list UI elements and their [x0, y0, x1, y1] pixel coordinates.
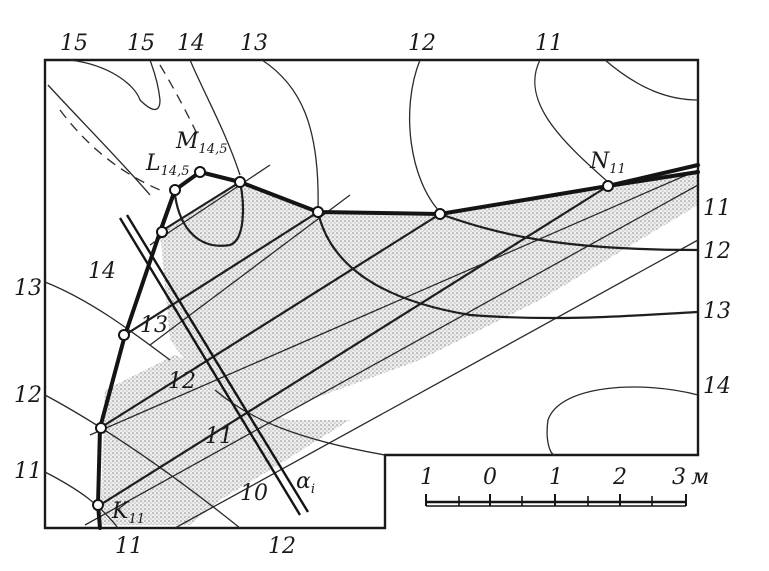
stratum-line-14 [159, 181, 241, 233]
point-n [602, 180, 614, 192]
point-14-left [156, 226, 168, 238]
inner-label-12: 12 [168, 369, 196, 394]
contour-line-12-bottom [214, 389, 386, 456]
scale-bar: 1 0 1 2 3 м [420, 465, 709, 507]
top-label-15a: 15 [60, 31, 88, 56]
label-n: N11 [589, 149, 626, 177]
plane-line-b [125, 214, 310, 513]
point-13-left [118, 329, 130, 341]
point-13-top [312, 206, 324, 218]
strike-line-5 [174, 239, 699, 529]
scale-label-1-left: 1 [420, 465, 434, 490]
label-l: L14,5 [145, 151, 190, 179]
point-l [169, 184, 181, 196]
strike-line-1 [149, 164, 271, 246]
point-m [194, 166, 206, 178]
right-label-11: 11 [703, 196, 731, 221]
label-alpha-i: αi [296, 469, 315, 497]
scale-unit: м [691, 465, 709, 490]
point-k [92, 499, 104, 511]
label-k: K11 [111, 499, 145, 527]
top-label-14: 14 [177, 31, 205, 56]
stratum-line-12 [99, 213, 441, 429]
top-label-11: 11 [535, 31, 563, 56]
strike-line-3 [89, 169, 699, 436]
contour-line-dashed-b [59, 109, 161, 191]
stratum-line-13 [124, 211, 319, 336]
contour-line-11-top [604, 59, 699, 101]
scale-label-2: 2 [612, 465, 627, 490]
contour-line-13 [261, 59, 319, 211]
scale-label-1: 1 [549, 465, 563, 490]
point-12-top [434, 208, 446, 220]
top-label-13: 13 [240, 31, 268, 56]
contour-line-11-left [44, 471, 119, 529]
strike-line-4 [84, 184, 699, 526]
contour-line-13-left [44, 281, 171, 361]
contour-line-12 [409, 59, 441, 213]
contour-line-15-a [69, 59, 161, 111]
contour-line-14 [189, 59, 241, 176]
bottom-label-11: 11 [115, 534, 143, 559]
left-label-11: 11 [14, 459, 42, 484]
scale-label-0: 0 [483, 465, 497, 490]
intersection-curve-2 [316, 211, 699, 320]
contour-line-11 [534, 59, 609, 183]
shaded-region-upper [160, 172, 698, 420]
label-m: M14,5 [175, 129, 227, 157]
inner-label-14: 14 [88, 259, 116, 284]
inner-label-10: 10 [240, 481, 268, 506]
contour-line-15-b [47, 84, 151, 196]
inner-label-11: 11 [205, 424, 233, 449]
contour-line-14-right [546, 386, 699, 456]
contour-line-dashed [159, 64, 201, 141]
intersection-curve-3 [439, 212, 699, 252]
strike-line-2 [149, 194, 351, 346]
top-label-12: 12 [408, 31, 436, 56]
scale-label-3: 3 [672, 465, 686, 490]
stratum-line-11 [99, 185, 609, 506]
inner-label-13: 13 [140, 313, 168, 338]
intersection-curve-1 [173, 181, 245, 247]
bottom-label-12: 12 [268, 534, 296, 559]
top-label-15b: 15 [127, 31, 155, 56]
left-label-12: 12 [14, 383, 42, 408]
point-12-left [95, 422, 107, 434]
left-label-13: 13 [14, 276, 42, 301]
right-label-12: 12 [703, 239, 731, 264]
point-14-a [234, 176, 246, 188]
outcrop-boundary-right [606, 170, 700, 188]
right-label-14: 14 [703, 374, 731, 399]
right-label-13: 13 [703, 299, 731, 324]
contour-line-12-left [44, 394, 241, 529]
